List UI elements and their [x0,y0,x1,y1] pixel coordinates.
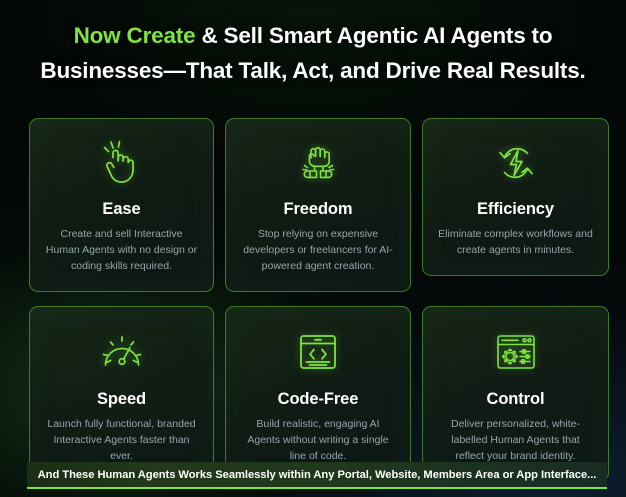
feature-card-code-free[interactable]: Code-Free Build realistic, engaging AI A… [225,306,411,482]
feature-card-title: Freedom [283,200,353,218]
feature-card-title: Code-Free [277,390,359,408]
feature-card-freedom[interactable]: Freedom Stop relying on expensive develo… [225,118,411,292]
feature-card-description: Eliminate complex workflows and create a… [438,228,593,256]
raised-fist-breaking-chains-icon [239,136,397,190]
feature-card-description: Launch fully functional, branded Interac… [47,418,196,462]
feature-card-efficiency[interactable]: Efficiency Eliminate complex workflows a… [422,118,609,276]
headline-line1-rest: & Sell Smart Agentic AI Agents to [195,23,553,48]
feature-card-title: Ease [102,200,141,218]
page-title: Now Create & Sell Smart Agentic AI Agent… [0,18,626,88]
feature-card-description: Deliver personalized, white-labelled Hum… [451,418,580,462]
feature-card-description: Build realistic, engaging AI Agents with… [247,418,389,462]
feature-card-grid: Ease Create and sell Interactive Human A… [29,118,609,482]
feature-card-ease[interactable]: Ease Create and sell Interactive Human A… [29,118,214,292]
bottom-banner-text: And These Human Agents Works Seamlessly … [37,468,597,481]
feature-card-title: Control [486,390,545,408]
speedometer-gauge-icon [43,326,200,380]
browser-window-code-brackets-icon [239,326,397,380]
feature-card-description: Create and sell Interactive Human Agents… [45,228,198,272]
bottom-banner: And These Human Agents Works Seamlessly … [27,462,607,489]
headline-line2: Businesses—That Talk, Act, and Drive Rea… [40,58,586,83]
headline-accent: Now Create [73,23,196,48]
feature-card-title: Speed [96,390,147,408]
feature-card-control[interactable]: Control Deliver personalized, white-labe… [422,306,609,482]
browser-window-gear-sliders-icon [436,326,595,380]
feature-card-title: Efficiency [477,200,554,218]
pointing-hand-click-icon [43,136,200,190]
refresh-cycle-lightning-bolt-icon [436,136,595,190]
feature-card-speed[interactable]: Speed Launch fully functional, branded I… [29,306,214,482]
feature-card-description: Stop relying on expensive developers or … [243,228,393,272]
